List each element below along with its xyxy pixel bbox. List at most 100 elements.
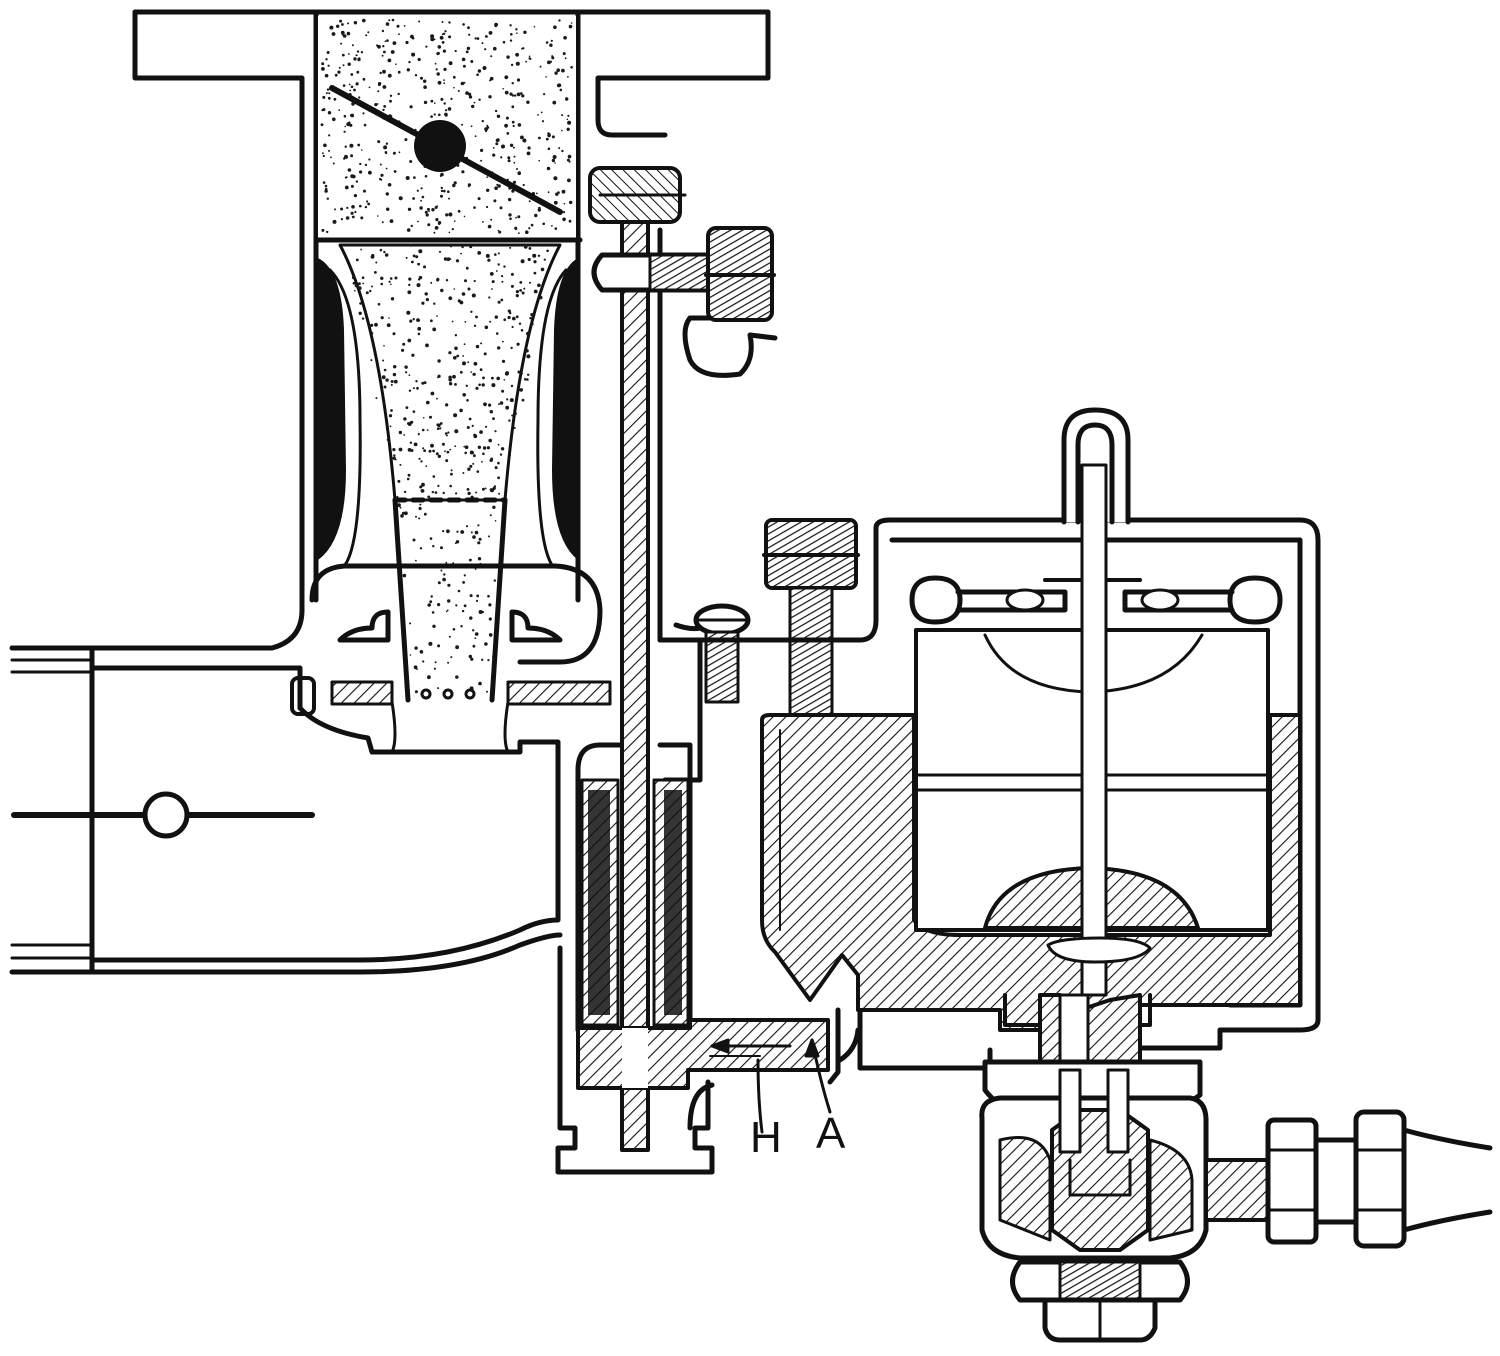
stipple-dot	[389, 219, 394, 224]
stipple-dot	[469, 594, 473, 598]
stipple-dot	[468, 95, 473, 99]
stipple-dot	[494, 24, 498, 28]
stipple-dot	[386, 438, 390, 442]
stipple-dot	[497, 346, 501, 350]
stipple-dot	[515, 294, 519, 298]
stipple-dot	[447, 107, 452, 111]
stipple-dot	[529, 58, 532, 60]
stipple-dot	[448, 382, 453, 386]
stipple-dot	[397, 92, 400, 96]
stipple-dot	[470, 60, 474, 63]
stipple-dot	[477, 524, 480, 527]
stipple-dot	[561, 149, 564, 153]
stipple-dot	[465, 525, 469, 528]
stipple-dot	[330, 156, 332, 159]
stipple-dot	[362, 112, 365, 115]
stipple-dot	[428, 641, 433, 646]
stipple-dot	[379, 248, 383, 252]
stipple-dot	[420, 76, 423, 80]
stipple-dot	[477, 197, 481, 201]
stipple-dot	[504, 371, 509, 376]
stipple-dot	[405, 371, 408, 374]
stipple-dot	[356, 70, 360, 74]
stipple-dot	[429, 415, 432, 419]
stipple-dot	[507, 159, 511, 163]
stipple-dot	[430, 443, 434, 448]
stipple-dot	[409, 319, 413, 323]
stipple-dot	[531, 323, 534, 326]
stipple-dot	[453, 288, 456, 290]
stipple-dot	[382, 359, 385, 362]
stipple-dot	[457, 589, 461, 593]
stipple-dot	[453, 413, 458, 418]
stipple-dot	[346, 206, 349, 209]
stipple-dot	[461, 123, 464, 126]
stipple-dot	[508, 419, 511, 422]
stipple-dot	[359, 204, 362, 208]
stipple-dot	[339, 19, 343, 23]
stipple-dot	[556, 83, 561, 88]
stipple-dot	[520, 329, 524, 332]
stipple-dot	[367, 202, 371, 206]
stipple-dot	[447, 431, 450, 434]
stipple-dot	[528, 200, 531, 203]
stipple-dot	[519, 289, 522, 292]
stipple-dot	[537, 208, 541, 212]
stipple-dot	[442, 49, 446, 53]
stipple-dot	[398, 196, 403, 201]
stipple-dot	[477, 557, 482, 561]
stipple-dot	[530, 223, 534, 227]
stipple-dot	[538, 136, 541, 140]
stipple-dot	[510, 33, 513, 36]
stipple-dot	[407, 473, 411, 477]
stipple-dot	[409, 105, 413, 109]
stipple-dot	[441, 442, 445, 446]
stipple-dot	[448, 635, 451, 638]
stipple-dot	[408, 389, 412, 392]
stipple-dot	[363, 123, 367, 127]
stipple-dot	[445, 213, 449, 217]
stipple-dot	[507, 156, 511, 160]
stipple-dot	[421, 428, 425, 432]
stipple-dot	[538, 295, 543, 300]
stipple-dot	[481, 658, 484, 661]
stipple-dot	[533, 271, 537, 275]
stipple-dot	[487, 594, 490, 598]
stipple-dot	[474, 135, 477, 138]
stipple-dot	[432, 327, 437, 332]
fuel-flow-arrows	[709, 1038, 792, 1057]
stipple-dot	[547, 60, 551, 65]
stipple-dot	[516, 92, 521, 97]
stipple-dot	[448, 375, 452, 379]
stipple-dot	[525, 230, 529, 234]
stipple-dot	[385, 152, 388, 155]
stipple-dot	[446, 609, 449, 612]
stipple-dot	[406, 310, 411, 315]
stipple-dot	[403, 417, 407, 421]
stipple-dot	[549, 60, 553, 63]
stipple-dot	[448, 296, 453, 301]
stipple-dot	[412, 538, 416, 542]
stipple-dot	[504, 90, 509, 95]
stipple-dot	[408, 374, 411, 376]
stipple-dot	[380, 173, 384, 177]
stipple-dot	[496, 376, 501, 381]
stipple-dot	[409, 654, 412, 656]
stipple-dot	[562, 211, 566, 214]
stipple-dot	[526, 100, 530, 104]
stipple-dot	[423, 79, 427, 83]
stipple-dot	[474, 568, 477, 570]
stipple-dot	[497, 184, 501, 188]
stipple-dot	[567, 154, 572, 159]
stipple-dot	[509, 398, 514, 403]
stipple-dot	[346, 122, 351, 127]
stipple-dot	[472, 644, 476, 648]
stipple-dot	[392, 151, 396, 155]
stipple-dot	[515, 216, 517, 219]
stipple-dot	[358, 96, 361, 99]
stipple-dot	[390, 383, 393, 386]
stipple-dot	[404, 138, 408, 142]
stipple-dot	[464, 451, 468, 455]
stipple-dot	[438, 454, 441, 458]
stipple-dot	[385, 22, 390, 26]
